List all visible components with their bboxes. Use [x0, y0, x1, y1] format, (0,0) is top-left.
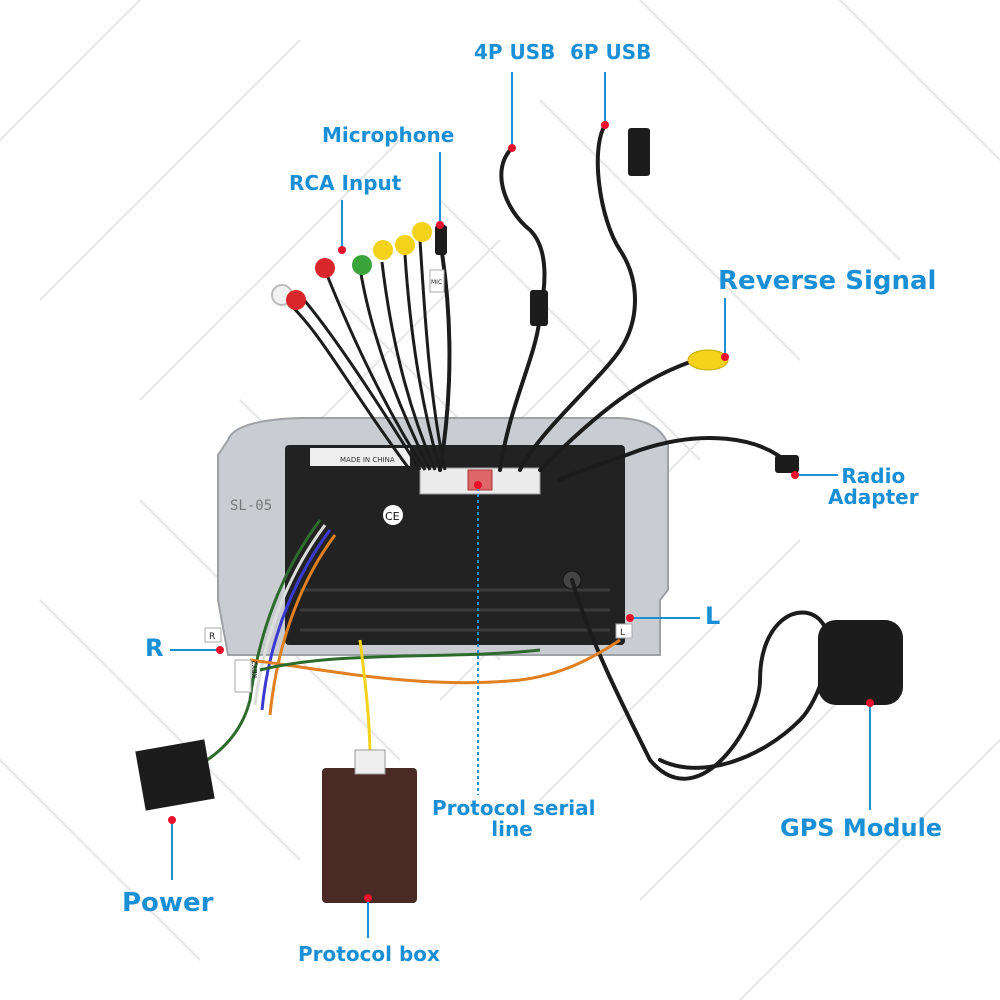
marker-radio [791, 471, 799, 479]
gps-cable [570, 578, 831, 781]
marker-protocol-serial [474, 481, 482, 489]
tags: R L KEY2 MIC [204, 269, 633, 693]
label-right: R [145, 634, 164, 662]
label-radio-adapter: Radio Adapter [828, 466, 919, 508]
markers [168, 121, 874, 902]
key2-tag: KEY2 [251, 660, 259, 678]
rca-plug-yellow-2 [395, 235, 415, 255]
reverse-cable [538, 360, 692, 472]
usb4-plug [530, 290, 548, 326]
marker-usb4 [508, 144, 516, 152]
unit-model-mark: SL-05 [230, 498, 272, 514]
marker-power [168, 816, 176, 824]
radio-cable [558, 436, 792, 482]
rca-plug-green [352, 255, 372, 275]
label-protocol-serial-line: Protocol serial line [432, 796, 596, 841]
label-gps-module: GPS Module [780, 814, 943, 842]
unit-label-sticker [310, 448, 410, 466]
label-rca-input: RCA Input [289, 171, 402, 195]
marker-usb6 [601, 121, 609, 129]
harness [189, 519, 621, 772]
rca-plug-red-1 [286, 290, 306, 310]
mic-tag: MIC [431, 279, 442, 286]
marker-mic [436, 221, 444, 229]
label-protocol-serial-line2: line [491, 817, 533, 841]
power-connector [135, 739, 215, 811]
usb4-cable [498, 146, 547, 472]
label-usb6: 6P USB [570, 40, 652, 64]
gps-module-shape [818, 620, 903, 705]
marker-protocol-box [364, 894, 372, 902]
marker-reverse [721, 353, 729, 361]
mic-jack [435, 225, 447, 255]
label-radio-adapter-line2: Adapter [828, 485, 919, 509]
label-left: L [705, 602, 721, 630]
label-usb4: 4P USB [474, 40, 556, 64]
marker-left [626, 614, 634, 622]
l-tag: L [620, 628, 625, 638]
marker-gps [866, 699, 874, 707]
marker-right [216, 646, 224, 654]
ce-mark: CE [385, 510, 400, 523]
usb6-cable [518, 123, 637, 472]
rca-cluster [271, 222, 447, 471]
unit-body [285, 445, 625, 645]
marker-rca [338, 246, 346, 254]
unit-sticker-text: MADE IN CHINA [340, 456, 395, 464]
r-tag: R [209, 632, 215, 642]
protocol-box-shape [322, 768, 417, 903]
label-power: Power [122, 888, 214, 918]
radio-adapter-plug [775, 455, 799, 473]
usb6-plug [628, 128, 650, 176]
reverse-plug [687, 349, 729, 371]
protocol-box-connector [354, 749, 386, 775]
rca-plug-red-2 [315, 258, 335, 278]
label-protocol-serial-line1: Protocol serial [432, 796, 596, 820]
label-microphone: Microphone [322, 123, 455, 147]
mic-cable [438, 238, 452, 472]
rca-plug-yellow-1 [373, 240, 393, 260]
label-radio-adapter-line1: Radio [841, 464, 906, 488]
label-reverse-signal: Reverse Signal [718, 266, 937, 296]
cables [438, 123, 831, 781]
leader-lines [170, 72, 871, 938]
head-unit: MADE IN CHINA SL-05 CE [217, 417, 669, 656]
rca-plug-yellow-3 [412, 222, 432, 242]
ce-mark-circle [383, 505, 403, 525]
label-protocol-box: Protocol box [298, 942, 440, 966]
